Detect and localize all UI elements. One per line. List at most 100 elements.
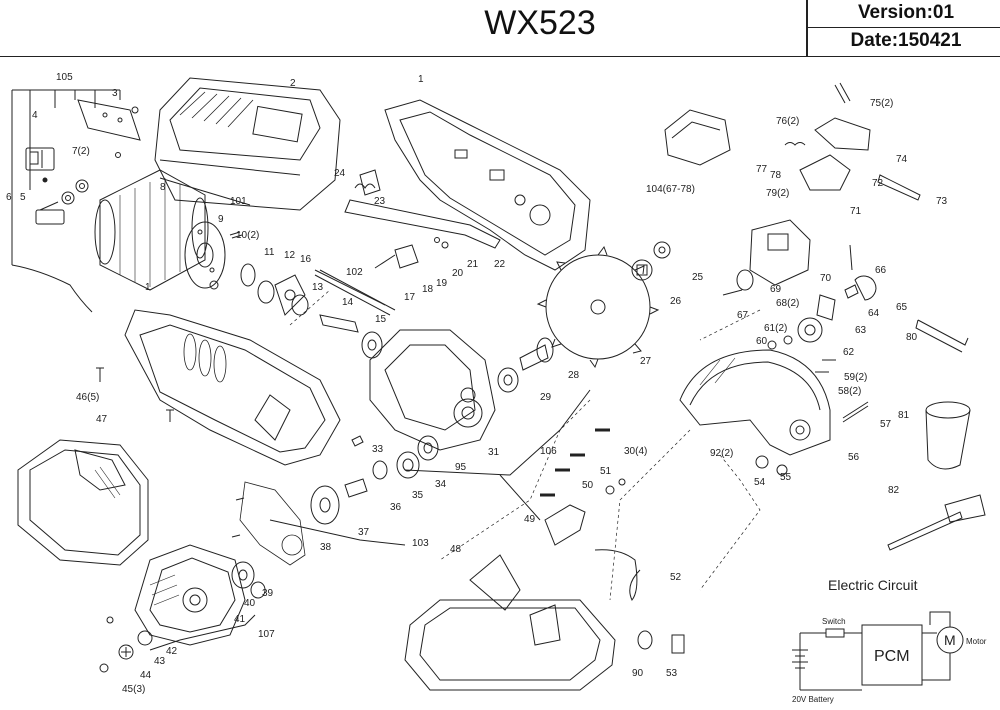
label-51: 51 xyxy=(600,466,612,477)
label-69: 69 xyxy=(770,284,782,295)
pcm-box xyxy=(861,624,923,686)
part-labels: 105 2 1 3 4 7(2) 5 6 8 101 9 10(2) 11 12… xyxy=(6,72,948,695)
part-75-screws xyxy=(834,82,851,104)
part-40-gear xyxy=(231,561,255,589)
date-text: Date:150421 xyxy=(850,30,962,51)
label-23: 23 xyxy=(374,196,386,207)
part-38-gasket xyxy=(239,481,306,566)
label-31: 31 xyxy=(488,447,500,458)
label-58-2: 58(2) xyxy=(838,386,861,397)
label-2: 2 xyxy=(290,78,296,89)
label-102: 102 xyxy=(346,267,363,278)
part-48-base-plate xyxy=(404,554,616,691)
label-14: 14 xyxy=(342,297,354,308)
label-105: 105 xyxy=(56,72,73,83)
part-34-bearing xyxy=(396,451,420,479)
label-38: 38 xyxy=(320,542,332,553)
part-43-nut xyxy=(137,630,153,646)
part-41-gear-cover xyxy=(134,544,246,646)
part-2-charger xyxy=(154,77,341,211)
exploded-parts-diagram: 105 2 1 3 4 7(2) 5 6 8 101 9 10(2) 11 12… xyxy=(6,72,987,704)
part-18-21-trigger xyxy=(374,237,449,269)
part-47-battery xyxy=(17,439,149,566)
label-28: 28 xyxy=(568,370,580,381)
label-22: 22 xyxy=(494,259,506,270)
part-95-bearing xyxy=(417,435,439,461)
part-33-key xyxy=(351,435,364,447)
label-46-5: 46(5) xyxy=(76,392,99,403)
label-44: 44 xyxy=(140,670,152,681)
label-37: 37 xyxy=(358,527,370,538)
part-52-spring xyxy=(594,549,641,601)
part-61-washers xyxy=(783,335,793,345)
part-36-shaft xyxy=(344,478,368,498)
label-45-3: 45(3) xyxy=(122,684,145,695)
switch-label: Switch xyxy=(822,617,846,626)
circuit-title: Electric Circuit xyxy=(828,577,918,593)
label-75-2: 75(2) xyxy=(870,98,893,109)
part-3-plate xyxy=(77,99,141,158)
label-60: 60 xyxy=(756,336,768,347)
label-81: 81 xyxy=(898,410,910,421)
label-57: 57 xyxy=(880,419,892,430)
label-62: 62 xyxy=(843,347,855,358)
part-25-washer xyxy=(653,241,671,259)
part-5-microswitch xyxy=(35,201,65,225)
part-49-bevel-bracket xyxy=(544,504,586,546)
label-52: 52 xyxy=(670,572,682,583)
label-54: 54 xyxy=(754,477,766,488)
label-11: 11 xyxy=(264,247,275,258)
label-24: 24 xyxy=(334,168,346,179)
part-54-washer xyxy=(755,455,769,469)
label-66: 66 xyxy=(875,265,887,276)
part-105-bracket xyxy=(11,89,121,265)
label-5: 5 xyxy=(20,192,26,203)
part-82-rip-fence xyxy=(887,494,986,551)
label-13: 13 xyxy=(312,282,324,293)
label-72: 72 xyxy=(872,178,884,189)
label-39: 39 xyxy=(262,588,274,599)
title-block: WX523 Version:01 Date:150421 xyxy=(0,0,1000,57)
label-53: 53 xyxy=(666,668,678,679)
part-60-pin xyxy=(767,340,777,350)
label-18: 18 xyxy=(422,284,434,295)
label-73: 73 xyxy=(936,196,948,207)
part-64-latch xyxy=(844,284,859,299)
part-65-cap xyxy=(854,275,877,301)
label-34: 34 xyxy=(435,479,447,490)
label-55: 55 xyxy=(780,472,792,483)
label-8: 8 xyxy=(160,182,166,193)
part-56-blade-guard xyxy=(679,349,831,456)
label-107: 107 xyxy=(258,629,275,640)
part-1-housing-half-lower xyxy=(124,309,341,466)
label-104: 104(67-78) xyxy=(646,184,695,195)
part-4-switch xyxy=(25,147,55,183)
electric-circuit: Electric Circuit PCM M Motor Switch 20V … xyxy=(792,577,987,704)
part-6-wire xyxy=(11,264,93,313)
label-6: 6 xyxy=(6,192,12,203)
part-55-nut xyxy=(776,464,788,476)
part-39-washer xyxy=(250,581,266,599)
part-62-knob xyxy=(797,317,823,343)
label-70: 70 xyxy=(820,273,832,284)
part-80-hex-key xyxy=(915,319,969,353)
label-65: 65 xyxy=(896,302,908,313)
part-37-gear xyxy=(310,485,340,525)
motor-label: Motor xyxy=(966,637,987,646)
label-10-2: 10(2) xyxy=(236,230,259,241)
label-49: 49 xyxy=(524,514,536,525)
label-4: 4 xyxy=(32,110,38,121)
part-27-saw-blade xyxy=(536,245,660,369)
assembly-leader-lines xyxy=(289,289,761,601)
part-67-pin xyxy=(722,289,743,296)
label-74: 74 xyxy=(896,154,908,165)
part-11-pinion xyxy=(240,263,256,287)
part-71-cam xyxy=(799,154,851,191)
part-63-bracket xyxy=(816,294,836,321)
part-104-laser-unit xyxy=(664,109,731,166)
pcm-label: PCM xyxy=(874,648,910,665)
label-67: 67 xyxy=(737,310,749,321)
label-30-4: 30(4) xyxy=(624,446,647,457)
part-28-spindle xyxy=(519,337,554,371)
version-text: Version:01 xyxy=(857,2,955,23)
